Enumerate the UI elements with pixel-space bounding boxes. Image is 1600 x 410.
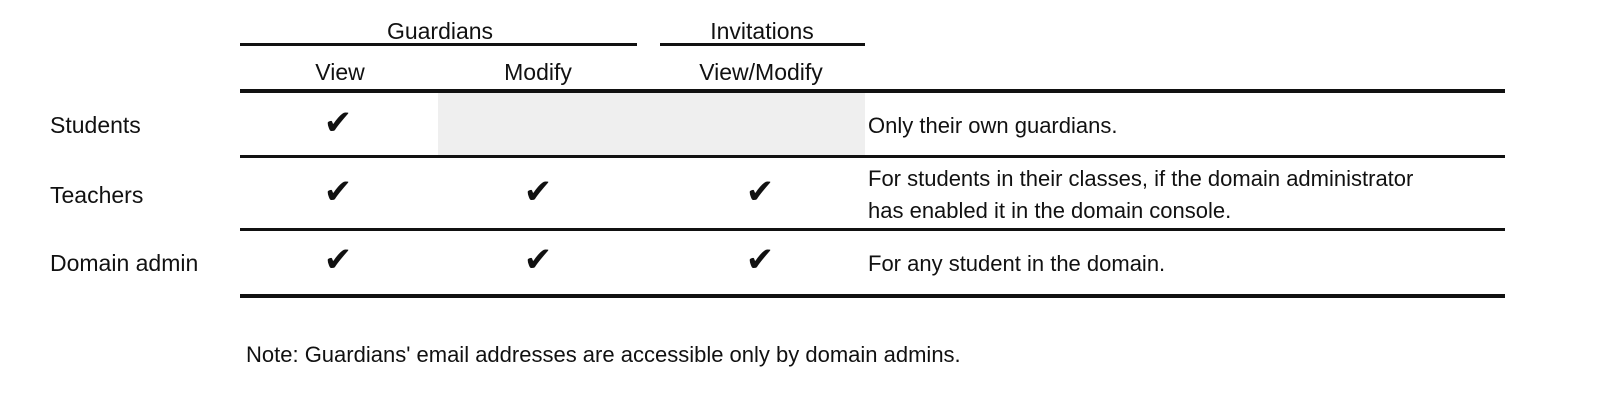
check-icon-teachers-view-modify: ✔ [745,172,775,212]
column-group-invitations-label: Invitations [710,18,814,44]
row-label-students: Students [50,112,141,138]
row-label-teachers: Teachers [50,182,144,208]
column-group-guardians-rule [240,43,637,46]
row-description-domain-admin: For any student in the domain. [868,251,1166,276]
check-icon-students-view: ✔ [323,103,353,143]
column-group-guardians-label: Guardians [386,18,494,44]
column-header-view-modify: View/Modify [699,59,823,85]
check-icon-teachers-modify: ✔ [523,172,553,212]
row-description-teachers: For students in their classes, if the do… [868,166,1414,223]
row-label-domain-admin: Domain admin [50,250,199,276]
column-header-view: View [315,59,365,85]
column-header-modify: Modify [504,59,572,85]
row-rule-after-students [240,155,1505,158]
column-group-invitations-rule [660,43,865,46]
row-description-students: Only their own guardians. [868,113,1118,138]
table-footnote: Note: Guardians' email addresses are acc… [246,342,961,367]
table-bottom-rule [240,294,1505,298]
table-cell-students-not-applicable [438,93,865,155]
check-icon-teachers-view: ✔ [323,172,353,212]
check-icon-domain-admin-view: ✔ [323,240,353,280]
check-icon-domain-admin-modify: ✔ [523,240,553,280]
row-rule-after-teachers [240,228,1505,231]
header-bottom-rule [240,89,1505,93]
check-icon-domain-admin-view-modify: ✔ [745,240,775,280]
